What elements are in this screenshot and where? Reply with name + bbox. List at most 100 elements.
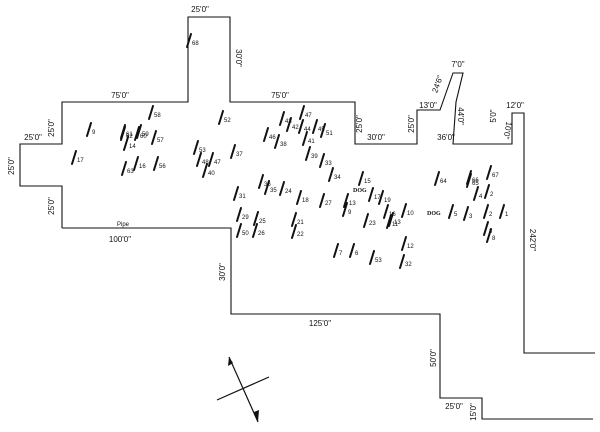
specimen-marker: 41 xyxy=(302,131,315,146)
dimension-label-tower-right: 30'0" xyxy=(234,49,243,67)
specimen-label: 34 xyxy=(334,175,341,181)
bone-icon xyxy=(368,187,374,202)
specimen-marker: 59 xyxy=(136,124,149,139)
bone-icon xyxy=(383,204,389,219)
specimen-marker: 22 xyxy=(291,224,304,239)
specimen-label: 37 xyxy=(236,152,243,158)
specimen-label: 57 xyxy=(157,138,164,144)
specimen-marker: 42 xyxy=(286,117,299,132)
specimen-label: 40 xyxy=(208,171,215,177)
bone-icon xyxy=(302,131,308,146)
specimen-label: 31 xyxy=(239,194,246,200)
specimen-label: 2 xyxy=(490,192,494,198)
specimen-label: 66 xyxy=(472,178,479,184)
bone-icon xyxy=(499,204,505,219)
specimen-label: 32 xyxy=(405,262,412,268)
specimen-marker: 57 xyxy=(151,130,164,145)
dimension-label-bottom-mid: 125'0" xyxy=(309,319,331,328)
specimen-label: 47 xyxy=(305,113,312,119)
specimen-marker: 63 xyxy=(121,161,134,176)
specimen-label: 52 xyxy=(224,118,231,124)
specimen-label: 13 xyxy=(394,220,401,226)
dimension-label-left-step-top: 25'0" xyxy=(24,133,42,142)
bone-icon xyxy=(279,111,285,126)
bone-icon xyxy=(342,202,348,217)
specimen-marker: 56 xyxy=(153,156,166,171)
bone-icon xyxy=(71,150,77,165)
specimen-label: 64 xyxy=(440,179,447,185)
specimen-marker: 18 xyxy=(296,190,309,205)
specimen-label: 22 xyxy=(297,232,304,238)
specimen-marker: 24 xyxy=(279,181,292,196)
specimen-label: 63 xyxy=(127,169,134,175)
bone-icon xyxy=(153,156,159,171)
dimension-label-left-lower-step: 25'0" xyxy=(47,197,56,215)
specimen-marker: 27 xyxy=(319,193,332,208)
bone-icon xyxy=(386,214,392,229)
specimen-label: 25 xyxy=(259,219,266,225)
bone-icon xyxy=(448,204,454,219)
specimen-label: 17 xyxy=(77,158,84,164)
bone-icon xyxy=(218,110,224,125)
specimen-marker: 16 xyxy=(133,156,146,171)
bone-icon xyxy=(263,127,269,142)
bone-icon xyxy=(486,165,492,180)
specimen-label: 6 xyxy=(355,251,359,257)
specimen-label: 17 xyxy=(374,195,381,201)
bone-icon xyxy=(319,193,325,208)
specimen-label: 3 xyxy=(469,214,473,220)
specimen-label: 53 xyxy=(199,148,206,154)
specimen-marker: 43 xyxy=(279,111,292,126)
north-arrow-icon xyxy=(216,356,270,423)
specimen-label: 24 xyxy=(285,189,292,195)
specimen-marker: 37 xyxy=(230,144,243,159)
specimen-marker: 65 xyxy=(466,173,479,188)
specimen-label: 15 xyxy=(364,179,371,185)
specimen-marker: 4 xyxy=(473,186,483,201)
specimen-marker: 68 xyxy=(186,33,199,48)
specimen-label: 4 xyxy=(479,194,483,200)
dimension-label-bottom-left: 100'0" xyxy=(109,235,131,244)
specimen-label: 41 xyxy=(308,139,315,145)
bone-icon xyxy=(320,123,326,138)
specimen-label: 45 xyxy=(318,127,325,133)
specimen-label: 62 xyxy=(126,134,133,140)
specimen-label: 56 xyxy=(159,164,166,170)
specimen-label: 10 xyxy=(407,211,414,217)
pipe-label: Pipe xyxy=(117,222,130,228)
specimen-marker: 58 xyxy=(148,105,161,120)
specimen-marker: 52 xyxy=(218,110,231,125)
bone-icon xyxy=(401,203,407,218)
bone-icon xyxy=(299,105,305,120)
specimen-marker: 45 xyxy=(312,119,325,134)
bone-icon xyxy=(401,236,407,251)
bone-icon xyxy=(151,130,157,145)
bone-icon xyxy=(148,105,154,120)
bone-icon xyxy=(196,152,202,167)
specimen-marker: 53 xyxy=(193,140,206,155)
bone-icon xyxy=(233,186,239,201)
dimension-label-small-10: 10'0" xyxy=(501,121,513,140)
bone-icon xyxy=(369,250,375,265)
specimen-label: 29 xyxy=(242,215,249,221)
specimen-label: 21 xyxy=(297,220,304,226)
bone-icon xyxy=(328,167,334,182)
specimen-label: 51 xyxy=(326,131,333,137)
bone-icon xyxy=(133,156,139,171)
dimension-label-left-upper-step: 25'0" xyxy=(47,119,56,137)
dimension-label-notch1-left: 25'0" xyxy=(355,115,364,133)
specimen-label: 9 xyxy=(348,210,352,216)
dimension-label-small-5: 5'0" xyxy=(489,109,498,122)
bone-icon xyxy=(291,212,297,227)
specimen-label: 8 xyxy=(492,236,496,242)
bone-icon xyxy=(291,224,297,239)
specimen-label: 11 xyxy=(392,222,399,228)
specimen-label: 5 xyxy=(454,212,458,218)
dimension-label-left-wall: 25'0" xyxy=(7,157,16,175)
specimen-marker: 3 xyxy=(463,206,473,221)
dimension-label-lower-step-bottom: 25'0" xyxy=(445,402,463,411)
specimen-label: 7 xyxy=(339,251,343,257)
dimension-label-notch2-bottom: 36'0" xyxy=(437,133,455,142)
bone-icon xyxy=(230,144,236,159)
specimen-marker: 60 xyxy=(134,126,147,141)
